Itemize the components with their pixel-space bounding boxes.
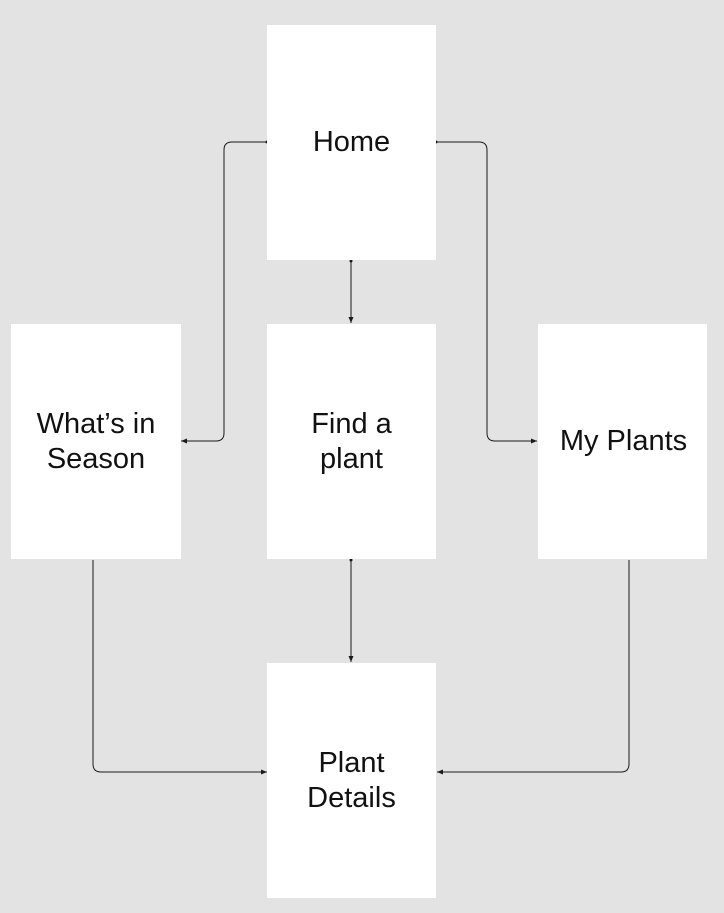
screen-whats-in-season-label: What’s in Season (36, 407, 156, 475)
screen-plant-details-label: Plant Details (307, 746, 396, 814)
screen-my-plants-label: My Plants (559, 425, 688, 457)
connector-start-dot (349, 558, 353, 562)
connector-season-to-details (92, 560, 267, 775)
screen-plant-details[interactable]: Plant Details (267, 663, 436, 898)
screen-find-a-plant[interactable]: Find a plant (267, 324, 436, 559)
screen-home-label: Home (312, 126, 391, 158)
screen-find-a-plant-label: Find a plant (311, 407, 392, 475)
screen-home[interactable]: Home (267, 25, 436, 260)
connector-my-plants-to-details (437, 560, 630, 775)
connector-home-to-season (181, 141, 267, 444)
screen-my-plants[interactable]: My Plants (538, 324, 707, 559)
screen-whats-in-season[interactable]: What’s in Season (11, 324, 181, 559)
connector-start-dot (349, 259, 353, 263)
connector-home-to-my-plants (436, 141, 537, 444)
